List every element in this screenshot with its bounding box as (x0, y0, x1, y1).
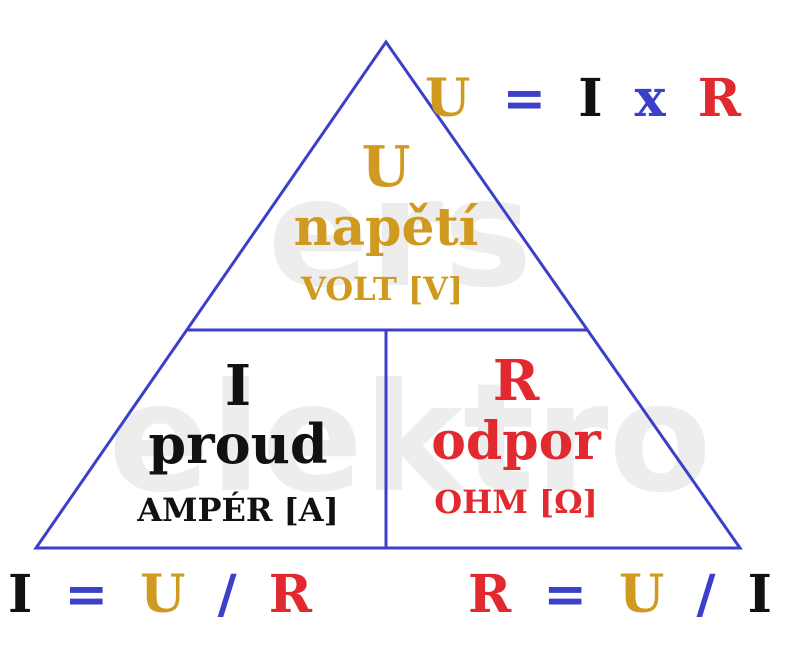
formula-resistance-operator: / (697, 564, 716, 625)
formula-resistance: R = U / I (468, 564, 772, 625)
formula-voltage: U = I x R (425, 68, 742, 129)
formula-resistance-equals: = (543, 564, 587, 625)
current-symbol: I (225, 353, 251, 419)
formula-resistance-result: R (468, 564, 512, 625)
formula-current-left: U (140, 564, 185, 625)
voltage-symbol: U (362, 134, 411, 200)
formula-resistance-left: U (619, 564, 664, 625)
formula-current-equals: = (64, 564, 108, 625)
formula-current: I = U / R (8, 564, 313, 625)
formula-current-result: I (8, 564, 32, 625)
formula-current-operator: / (218, 564, 237, 625)
formula-voltage-result: U (425, 68, 470, 129)
formula-resistance-right: I (748, 564, 772, 625)
voltage-name: napětí (294, 197, 479, 258)
resistance-symbol: R (493, 348, 540, 414)
current-cell: I proud AMPÉR [A] (136, 353, 339, 529)
watermark-line-1: ers (268, 147, 533, 321)
triangle-outline (33, 39, 743, 550)
voltage-unit: VOLT [V] (300, 270, 463, 308)
formula-current-right: R (269, 564, 313, 625)
resistance-unit: OHM [Ω] (434, 483, 597, 521)
formula-voltage-operator: x (635, 68, 667, 129)
current-unit: AMPÉR [A] (136, 491, 339, 529)
triangle-frame (33, 39, 743, 550)
resistance-name: odpor (431, 411, 601, 472)
current-name: proud (148, 412, 327, 476)
formula-voltage-equals: = (503, 68, 547, 129)
watermark: ers elektro (108, 147, 711, 526)
watermark-line-2: elektro (108, 352, 711, 526)
resistance-cell: R odpor OHM [Ω] (431, 348, 601, 521)
voltage-cell: U napětí VOLT [V] (294, 134, 479, 308)
formula-voltage-right: R (698, 68, 742, 129)
formula-voltage-left: I (578, 68, 602, 129)
